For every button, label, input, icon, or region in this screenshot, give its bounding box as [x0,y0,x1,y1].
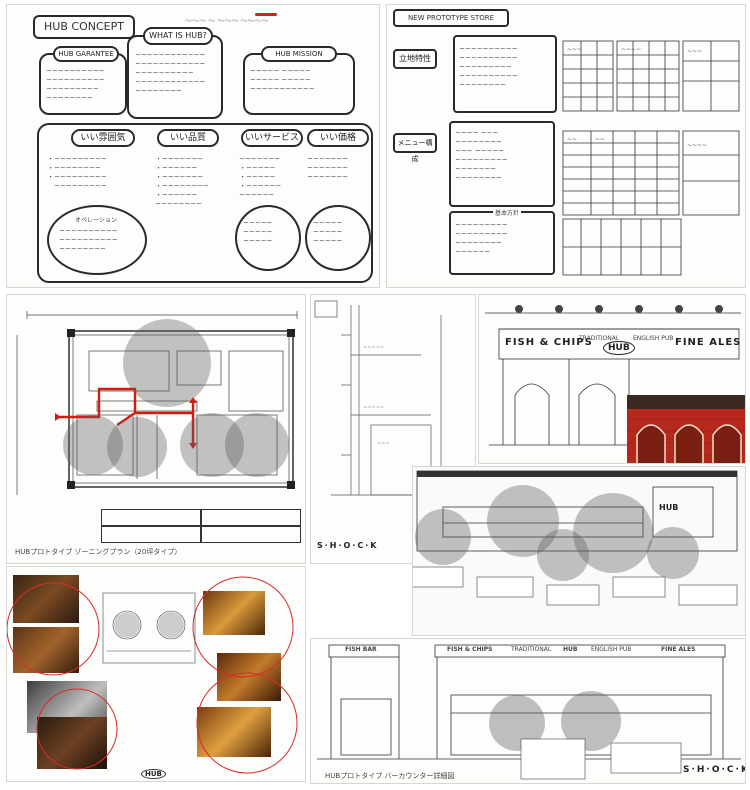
column-d-text: ~~~~~~~ ~~~~~~~ ~~~~~~~ [307,155,349,181]
legend-cell [201,526,301,543]
column-b-label: いい品質 [157,129,219,147]
counter-caption: HUBプロトタイプ バーカウンター詳細図 [325,772,455,780]
concept-header-scribble: ～～～ ～ ～～～ ～～～～ [185,17,269,25]
legend-cell [201,509,301,526]
svg-text:~~: ~~ [567,136,577,143]
facade-sign-right: FINE ALES [675,337,742,348]
guarantee-label: HUB GARANTEE [53,46,119,62]
price-oval [305,205,371,271]
concept-title: HUB CONCEPT [44,20,124,33]
site-notes-text: ~~~~~~~~~~ ~~~~~~~~~~ ~~~~~~~~~ ~~~~~~~~… [459,45,518,89]
interior-photo [37,717,107,769]
svg-text:~~~: ~~~ [687,48,702,55]
what-is-hub-box: WHAT IS HUB? ~~~~~~~~~~~~ ~~~~~~~~~~~~ ~… [127,27,223,119]
brick-facade-render [627,395,745,463]
legend-cell [101,526,201,543]
elev-sign-pub: ENGLISH PUB [591,646,632,653]
policy-text: ~~~~~~~~~ ~~~~~~~~~ ~~~~~~~~ ~~~~~~ [455,221,508,256]
column-a-text: ・~~~~~~~~~ ・~~~~~~~~ ・~~~~~~~~~ ~~~~~~~~… [47,155,107,190]
price-oval-text: ~~~~~ ~~~~~ ~~~~~ [313,219,343,245]
interior-photo [203,591,265,635]
bar-counter-plan-sheet: HUB [412,466,746,636]
column-c-label: いいサービス [241,129,303,147]
facade-sign-left: FISH & CHIPS [505,337,593,348]
photo-rings [7,576,298,774]
menu-notes-text: ~~~~ ~~~ ~~~~~~~~ ~~~ ~~~~~ ~~~~~~~~~ ~~… [455,129,508,182]
row2-label: メニュー構成 [397,139,433,163]
floor-plan-caption: HUBプロトタイプ ゾーニングプラン（20坪タイプ） [15,548,182,556]
interior-photo [197,707,271,757]
column-b-text: ・~~~~~~~ ・~~~~~~ ・~~~~~~~ ・~~~~~~~~ ・~~~… [155,155,209,208]
mission-label: HUB MISSION [261,46,337,62]
concept-red-mark [255,13,277,16]
interior-photo [13,575,79,623]
service-oval-text: ~~~~~ ~~~~~ ~~~~~ [243,219,273,245]
operation-oval: オペレーション ~~~~~~~~~~ ~~~~~~~~~~ ~~~~~~~~ [47,205,147,275]
svg-text:~~~: ~~~ [377,441,390,447]
shock-brand-mid: S·H·O·C·K [317,541,379,550]
row2-label-box: メニュー構成 [393,133,437,163]
shock-brand-bottom: S·H·O·C·K [683,765,746,775]
counter-elevation-sheet: FISH BAR FISH & CHIPS TRADITIONAL HUB EN… [310,638,746,784]
svg-text:~~~~: ~~~~ [687,142,707,149]
elev-sign-mid: FISH & CHIPS [447,646,493,653]
elev-sign-right: FINE ALES [661,646,696,653]
store-tables: ~~~~~~~~~~ ~~~~~~~~ [562,40,740,276]
store-title-box: NEW PROTOTYPE STORE [393,9,509,27]
counter-elevation [317,644,741,780]
store-title: NEW PROTOTYPE STORE [407,14,495,22]
mission-box: HUB MISSION ~~~~~ ~~~~~ ~~~~~ ~~~~~ ~~~~… [243,46,355,115]
floor-plan-drawing [16,311,298,495]
column-d-label: いい価格 [307,129,369,147]
svg-text:~~~~~: ~~~~~ [363,405,384,411]
interior-photos-sheet: HUB [6,566,306,782]
row1-label: 立地特性 [399,54,431,63]
prototype-store-sheet: NEW PROTOTYPE STORE 立地特性 メニュー構成 ~~~~~~~~… [386,4,746,288]
zoning-plan-sheet: HUBプロトタイプ ゾーニングプラン（20坪タイプ） [6,294,306,564]
photos-logo: HUB [141,769,166,779]
svg-text:~~~: ~~~ [567,46,582,53]
facade-sign-mid: TRADITIONAL [579,335,620,342]
operation-text: ~~~~~~~~~~ ~~~~~~~~~~ ~~~~~~~~ [59,227,118,253]
plan-legend-table [101,509,301,543]
legend-cell [101,509,201,526]
service-oval [235,205,301,271]
policy-box: 基本方針 ~~~~~~~~~ ~~~~~~~~~ ~~~~~~~~ ~~~~~~ [449,208,555,275]
column-a-label: いい雰囲気 [71,129,135,147]
operation-label: オペレーション [75,217,117,224]
svg-text:~~: ~~ [595,136,605,143]
what-is-hub-text: ~~~~~~~~~~~~ ~~~~~~~~~~~~ ~~~~~~~~~~ ~~~… [135,51,206,95]
site-notes-box: ~~~~~~~~~~ ~~~~~~~~~~ ~~~~~~~~~ ~~~~~~~~… [453,35,557,113]
elev-logo: HUB [563,646,578,653]
facade-sign-pub: ENGLISH PUB [633,335,674,342]
facade-logo: HUB [603,341,635,355]
svg-text:~~~~~: ~~~~~ [363,345,384,351]
bar-counter-plan [413,470,738,606]
hub-concept-sheet: HUB CONCEPT ～～～ ～ ～～～ ～～～～ WHAT IS HUB? … [6,4,380,288]
guarantee-text: ~~~~~~~~~~ ~~~~~~~~~~ ~~~~~~~~~ ~~~~~~~~ [46,67,105,102]
elev-sign-left: FISH BAR [345,646,377,653]
svg-text:~~~~: ~~~~ [621,46,641,53]
row1-label-box: 立地特性 [393,49,437,69]
policy-label: 基本方針 [493,208,522,217]
quality-frame [37,123,373,283]
what-is-hub-label: WHAT IS HUB? [143,27,213,45]
section-drawing: ~~~~~~~~~~~~~ [314,300,461,496]
mission-text: ~~~~~ ~~~~~ ~~~~~ ~~~~~ ~~~~~~~~~~~ [250,67,315,93]
column-c-text: ~~~~~~~ ・~~~~~ ・~~~~~ ・~~~~~~ ~~~~~~ [239,155,282,199]
concept-title-box: HUB CONCEPT [33,15,135,39]
facade-sheet: FISH & CHIPS TRADITIONAL HUB ENGLISH PUB… [478,294,746,464]
brick-pattern [627,395,745,463]
guarantee-box: HUB GARANTEE ~~~~~~~~~~ ~~~~~~~~~~ ~~~~~… [39,46,127,115]
menu-notes-box: ~~~~ ~~~ ~~~~~~~~ ~~~ ~~~~~ ~~~~~~~~~ ~~… [449,121,555,207]
elev-sign-mid2: TRADITIONAL [511,646,552,653]
bar-plan-logo: HUB [659,503,679,512]
